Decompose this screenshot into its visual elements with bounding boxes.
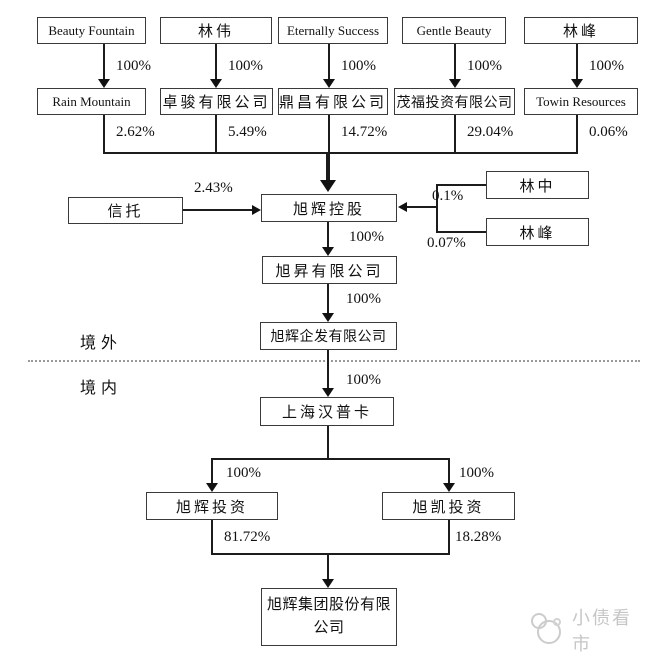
arrowhead-down-icon [210,79,222,88]
watermark: 小债看市 [528,604,649,652]
arrowhead-down-icon [320,180,336,192]
connector-dingchang-bus-line [328,115,330,154]
arrowhead-down-icon [443,483,455,492]
pct-label-qifa-hanpuka: 100% [346,372,381,388]
node-zhuojun: 卓骏有限公司 [160,88,273,115]
connector-linzhong-join-line [437,184,486,186]
pct-label-gentle-maofu: 100% [467,58,502,74]
pct-label-beauty-rain: 100% [116,58,151,74]
pct-label-hanpuka-xukai: 100% [459,465,494,481]
pct-label-zhuojun-cifi: 5.49% [228,124,267,140]
node-shanghai-hanpuka: 上海汉普卡 [260,397,394,426]
connector-linwei-zhuojun-line [215,44,217,80]
connector-beauty-rain-line [103,44,105,80]
pct-label-linzhong-cifi: 0.1% [432,188,464,204]
pct-label-cifiinv-group: 81.72% [224,529,271,545]
connector-xukai-merge-line [448,520,450,555]
pct-label-xusheng-qifa: 100% [346,291,381,307]
node-eternally-success: Eternally Success [278,17,388,44]
arrowhead-right-icon [252,205,261,215]
node-dingchang: 鼎昌有限公司 [278,88,388,115]
node-lin-zhong: 林中 [486,171,589,199]
region-label-onshore: 境内 [80,380,123,397]
node-cifi-holdings: 旭辉控股 [261,194,397,222]
node-lin-wei: 林伟 [160,17,272,44]
pct-label-dingchang-cifi: 14.72% [341,124,388,140]
arrowhead-down-icon [571,79,583,88]
watermark-text: 小债看市 [572,608,632,652]
arrowhead-down-icon [449,79,461,88]
arrowhead-down-icon [323,79,335,88]
arrowhead-down-icon [322,579,334,588]
offshore-onshore-divider [28,360,640,362]
node-lin-feng-top: 林峰 [524,17,638,44]
node-cifi-investment: 旭辉投资 [146,492,278,520]
connector-xusheng-qifa-line [327,284,329,314]
connector-cifiinv-merge-line [211,520,213,555]
connector-maofu-bus-line [454,115,456,154]
connector-right-join-line [436,184,438,233]
connector-join-cifi-line [407,206,437,208]
node-cifi-qifa: 旭辉企发有限公司 [260,322,397,350]
node-gentle-beauty: Gentle Beauty [402,17,506,44]
arrowhead-down-icon [98,79,110,88]
connector-towin-bus-line [576,115,578,154]
connector-split-line [211,458,450,460]
connector-eternally-dingchang-line [328,44,330,80]
pct-label-hanpuka-cifiinv: 100% [226,465,261,481]
connector-bus-line [103,152,578,154]
connector-trust-cifi-line [183,209,252,211]
connector-cifi-xusheng-line [327,222,329,248]
pct-label-xukai-group: 18.28% [455,529,502,545]
connector-rain-bus-line [103,115,105,154]
node-xukai-investment: 旭凯投资 [382,492,515,520]
arrowhead-down-icon [322,388,334,397]
node-trust: 信托 [68,197,183,224]
node-cifi-group: 旭辉集团股份有限公司 [261,588,397,646]
pct-label-cifi-xusheng: 100% [349,229,384,245]
connector-split-cifiinv-line [211,458,213,484]
pct-label-trust-cifi: 2.43% [194,180,233,196]
pct-label-linwei-zhuojun: 100% [228,58,263,74]
pct-label-eternally-dingchang: 100% [341,58,376,74]
node-maofu: 茂福投资有限公司 [394,88,515,115]
pct-label-rain-cifi: 2.62% [116,124,155,140]
arrowhead-down-icon [322,247,334,256]
connector-bus-cifi-line [326,154,330,182]
connector-linfengr-join-line [437,231,486,233]
connector-gentle-maofu-line [454,44,456,80]
node-towin-resources: Towin Resources [524,88,638,115]
watermark-logo-icon [528,610,566,651]
node-rain-mountain: Rain Mountain [37,88,146,115]
arrowhead-left-icon [398,202,407,212]
connector-merge-line [211,553,450,555]
pct-label-maofu-cifi: 29.04% [467,124,514,140]
node-lin-feng-right: 林峰 [486,218,589,246]
region-label-offshore: 境外 [80,335,123,352]
connector-qifa-hanpuka-line [327,350,329,389]
arrowhead-down-icon [322,313,334,322]
pct-label-towin-cifi: 0.06% [589,124,628,140]
node-xusheng: 旭昇有限公司 [262,256,397,284]
connector-linfeng-towin-line [576,44,578,80]
pct-label-linfengr-cifi: 0.07% [427,235,466,251]
connector-hanpuka-split-line [327,426,329,460]
pct-label-linfeng-towin: 100% [589,58,624,74]
arrowhead-down-icon [206,483,218,492]
connector-split-xukai-line [448,458,450,484]
connector-zhuojun-bus-line [215,115,217,154]
connector-merge-group-line [327,553,329,580]
node-beauty-fountain: Beauty Fountain [37,17,146,44]
